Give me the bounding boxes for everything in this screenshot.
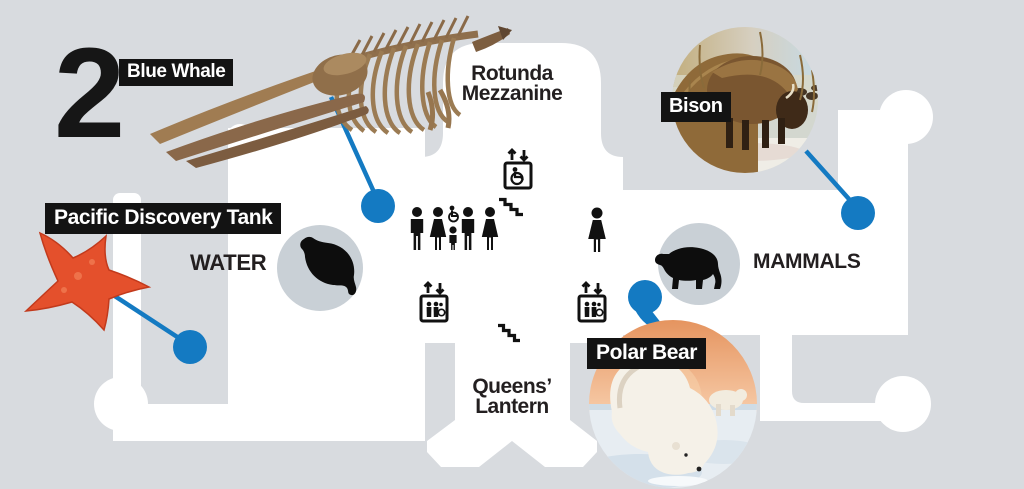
queens-lantern-name: Queens’ Lantern <box>412 375 612 418</box>
queens-line2: Lantern <box>475 394 549 418</box>
water-icon-circle <box>277 225 363 311</box>
polar-bear-dot <box>628 280 662 314</box>
bear-silhouette-icon <box>655 247 722 289</box>
floor-number: 2 <box>54 22 125 165</box>
queens-line1: Queens’ <box>472 375 552 398</box>
starfish-illustration <box>23 231 152 332</box>
starfish-dot <box>173 330 207 364</box>
rotunda-and-queens-lantern <box>421 43 623 467</box>
bison-label: Bison <box>661 92 731 122</box>
mammals-hall-name: MAMMALS <box>753 250 861 273</box>
rotunda-mezzanine-name: Rotunda Mezzanine <box>412 62 612 105</box>
family-restrooms-icon <box>410 205 499 250</box>
blue-whale-label: Blue Whale <box>119 59 234 86</box>
rotunda-line1: Rotunda <box>471 62 553 85</box>
wheelchair-icon <box>448 205 459 223</box>
pacific-discovery-tank-label: Pacific Discovery Tank <box>45 203 282 234</box>
blue-whale-dot <box>361 189 395 223</box>
blue-whale-skeleton-illustration <box>150 15 512 168</box>
starfish-connector-line <box>105 289 190 346</box>
elevator-icon <box>577 281 607 323</box>
courtyard-notch <box>792 335 908 403</box>
mammals-icon-circle <box>655 223 740 305</box>
elevator-icon <box>419 281 449 323</box>
water-hall-name: WATER <box>190 250 267 275</box>
whale-silhouette-icon <box>300 236 357 296</box>
polar-bear-label: Polar Bear <box>587 338 707 369</box>
stairs-icon <box>499 197 523 217</box>
womens-restroom-icon <box>588 207 606 252</box>
right-bottom-round <box>875 376 931 432</box>
stairs-icon <box>498 323 520 343</box>
rotunda-line2: Mezzanine <box>461 81 563 105</box>
bison-dot <box>841 196 875 230</box>
callout-dots <box>173 189 875 364</box>
accessible-elevator-icon <box>503 148 533 190</box>
bison-connector-line <box>804 149 859 210</box>
